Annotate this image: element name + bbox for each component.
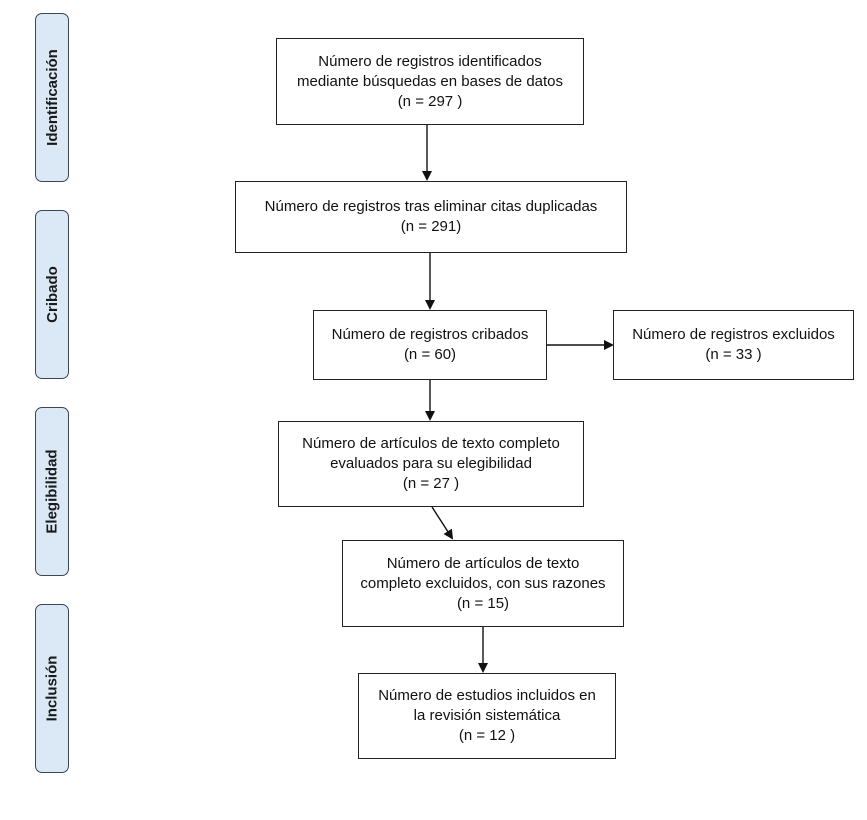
- box-text-line: Número de estudios incluidos en: [378, 687, 596, 704]
- arrow-fulltext-to-fulltext-excluded: [431, 506, 454, 540]
- box-text-line: la revisión sistemática: [413, 707, 561, 724]
- box-count: (n = 297 ): [397, 92, 463, 110]
- box-text-line: mediante búsquedas en bases de datos: [296, 72, 564, 90]
- box-included: Número de estudios incluidos en la revis…: [358, 673, 616, 759]
- box-text-line: Número de registros identificados: [318, 52, 542, 70]
- box-text-line: Número de registros excluidos: [632, 326, 835, 343]
- box-identified: Número de registros identificados median…: [276, 38, 584, 125]
- phase-elegibilidad: Elegibilidad: [35, 407, 69, 576]
- box-deduplicated: Número de registros tras eliminar citas …: [235, 181, 627, 253]
- box-text-line: Número de registros cribados: [331, 326, 529, 343]
- box-fulltext: Número de artículos de texto completo ev…: [278, 421, 584, 507]
- box-excluded: Número de registros excluidos (n = 33 ): [613, 310, 854, 380]
- box-fulltext-excluded: Número de artículos de texto completo ex…: [342, 540, 624, 627]
- box-text-line: Número de artículos de texto completo: [302, 435, 560, 452]
- box-count: (n = 12 ): [458, 727, 516, 744]
- box-count: (n = 15): [456, 594, 510, 612]
- phase-cribado: Cribado: [35, 210, 69, 379]
- box-text-line: evaluados para su elegibilidad: [330, 455, 532, 472]
- box-count: (n = 27 ): [402, 475, 460, 492]
- box-count: (n = 60): [403, 346, 457, 363]
- box-count: (n = 33 ): [705, 346, 762, 363]
- phase-identificacion: Identificación: [35, 13, 69, 182]
- box-text-line: Número de artículos de texto: [386, 554, 580, 572]
- box-count: (n = 291): [400, 218, 462, 235]
- box-screened: Número de registros cribados (n = 60): [313, 310, 547, 380]
- box-text-line: completo excluidos, con sus razones: [360, 574, 606, 592]
- phase-inclusion: Inclusión: [35, 604, 69, 773]
- box-text-line: Número de registros tras eliminar citas …: [264, 198, 598, 215]
